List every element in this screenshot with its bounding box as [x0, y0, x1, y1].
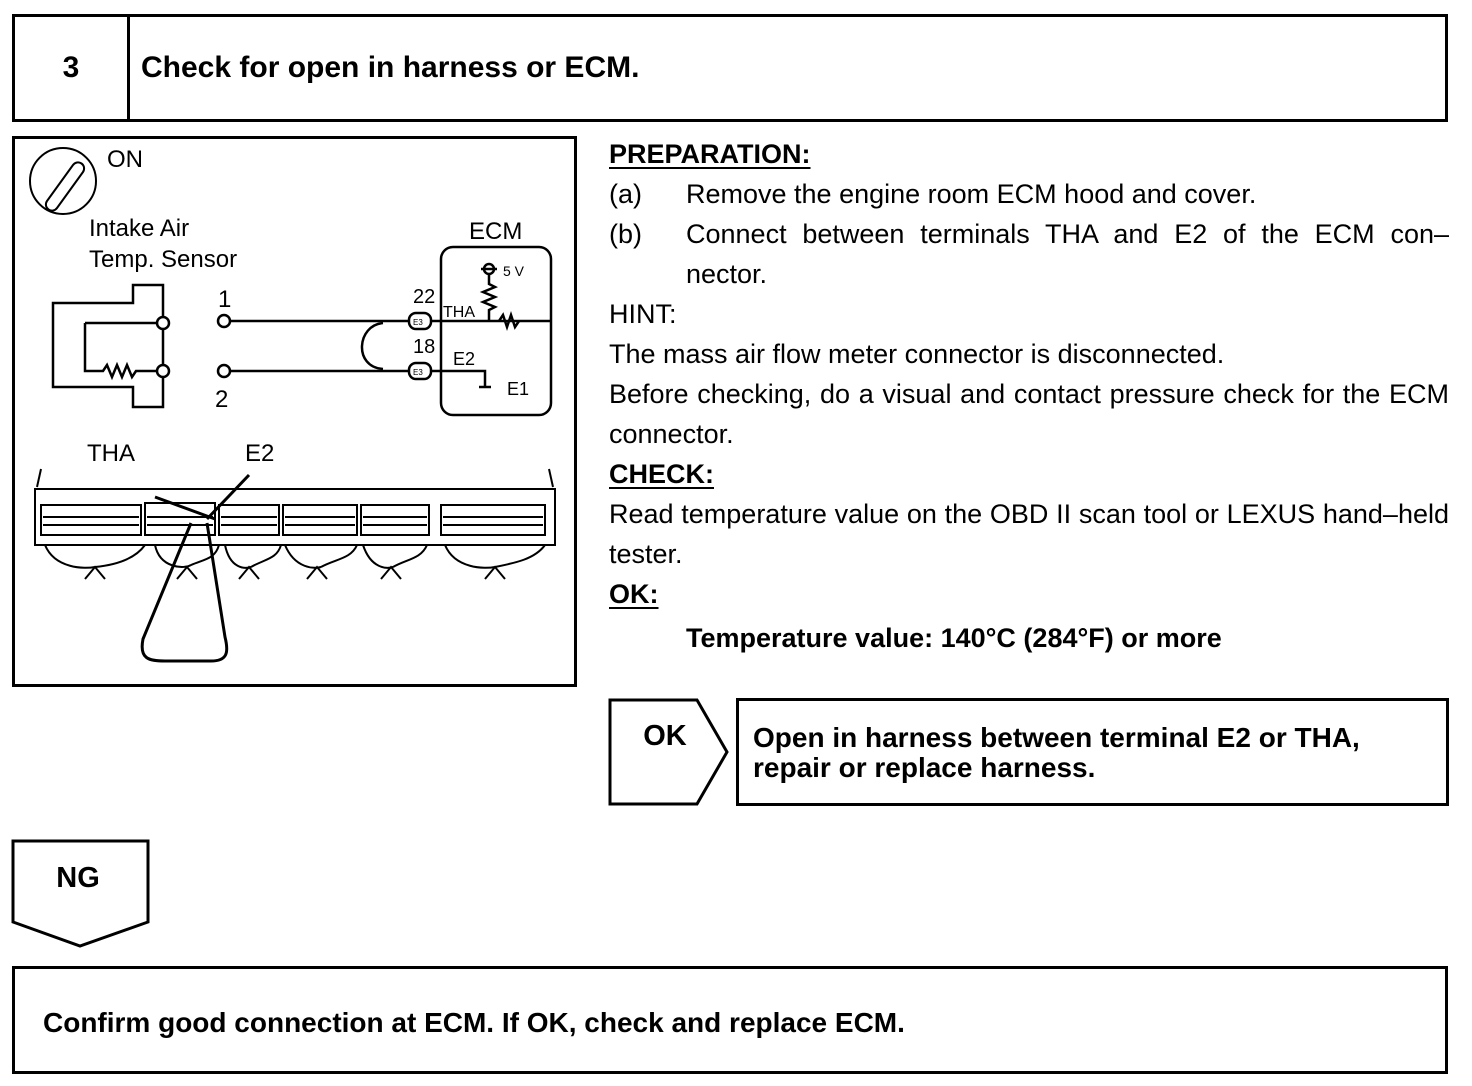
ok-result-line: repair or replace harness. — [753, 752, 1096, 783]
ok-arrow-shape — [608, 698, 729, 806]
ok-heading: OK: — [609, 579, 659, 609]
final-action-text: Confirm good connection at ECM. If OK, c… — [43, 1007, 905, 1038]
ng-label: NG — [56, 862, 100, 894]
tha-terminal-label: THA — [443, 304, 475, 321]
e2-connector-label: E2 — [245, 440, 274, 467]
ecm-connector-block — [34, 468, 556, 580]
check-text: Read temperature value on the OBD II sca… — [609, 499, 1449, 569]
jumper-wire — [140, 473, 251, 663]
ecm-label: ECM — [469, 218, 522, 245]
ok-value: Temperature value: 140°C (284°F) or more — [686, 623, 1222, 653]
step-text: Remove the engine room ECM hood and cove… — [686, 179, 1257, 209]
e2-terminal-label: E2 — [453, 349, 475, 369]
sensor-label-line1: Intake Air — [89, 215, 189, 242]
hint-line: The mass air flow meter connector is dis… — [609, 339, 1225, 369]
ecm-box — [407, 245, 553, 417]
wiring-diagram-drawing: ON Intake Air Temp. Sensor ECM 1 2 — [29, 146, 556, 663]
ok-result-line: Open in harness between terminal E2 or T… — [753, 722, 1360, 753]
terminal-22-label: 22 — [413, 286, 435, 308]
intake-air-temp-sensor-symbol — [51, 283, 171, 409]
step-label: (a) — [609, 179, 642, 209]
ok-result-box: Open in harness between terminal E2 or T… — [736, 698, 1449, 806]
ng-arrow-shape — [11, 839, 150, 948]
final-action-box: Confirm good connection at ECM. If OK, c… — [12, 966, 1448, 1074]
harness-wires — [216, 313, 409, 379]
terminal-18-label: 18 — [413, 336, 435, 358]
preparation-heading: PREPARATION: — [609, 139, 811, 169]
connector-code-1: E3 — [413, 318, 423, 327]
step-title: Check for open in harness or ECM. — [141, 51, 640, 84]
step-label: (b) — [609, 219, 642, 249]
step-header: 3 Check for open in harness or ECM. — [12, 14, 1448, 122]
connector-code-2: E3 — [413, 368, 423, 377]
wiring-diagram: ON Intake Air Temp. Sensor ECM 1 2 — [12, 136, 577, 687]
preparation-step-a: (a) Remove the engine room ECM hood and … — [609, 174, 1449, 214]
ok-label: OK — [643, 720, 687, 752]
hint-line: Before checking, do a visual and contact… — [609, 379, 1449, 449]
ignition-key-icon — [29, 147, 97, 215]
e1-terminal-label: E1 — [507, 379, 529, 399]
hint-heading: HINT: — [609, 299, 677, 329]
step-number: 3 — [15, 17, 130, 119]
preparation-step-b: (b) Connect between terminals THA and E2… — [609, 214, 1449, 294]
tha-connector-label: THA — [87, 440, 135, 467]
pin-1-label: 1 — [218, 286, 231, 313]
ecm-voltage-label: 5 V — [503, 263, 525, 279]
pin-2-label: 2 — [215, 386, 228, 413]
ignition-on-label: ON — [107, 146, 143, 173]
instructions: PREPARATION: (a) Remove the engine room … — [609, 134, 1449, 658]
check-heading: CHECK: — [609, 459, 714, 489]
step-text: Connect between terminals THA and E2 of … — [686, 219, 1449, 289]
ok-result-text: Open in harness between terminal E2 or T… — [753, 723, 1360, 783]
sensor-label-line2: Temp. Sensor — [89, 246, 237, 273]
